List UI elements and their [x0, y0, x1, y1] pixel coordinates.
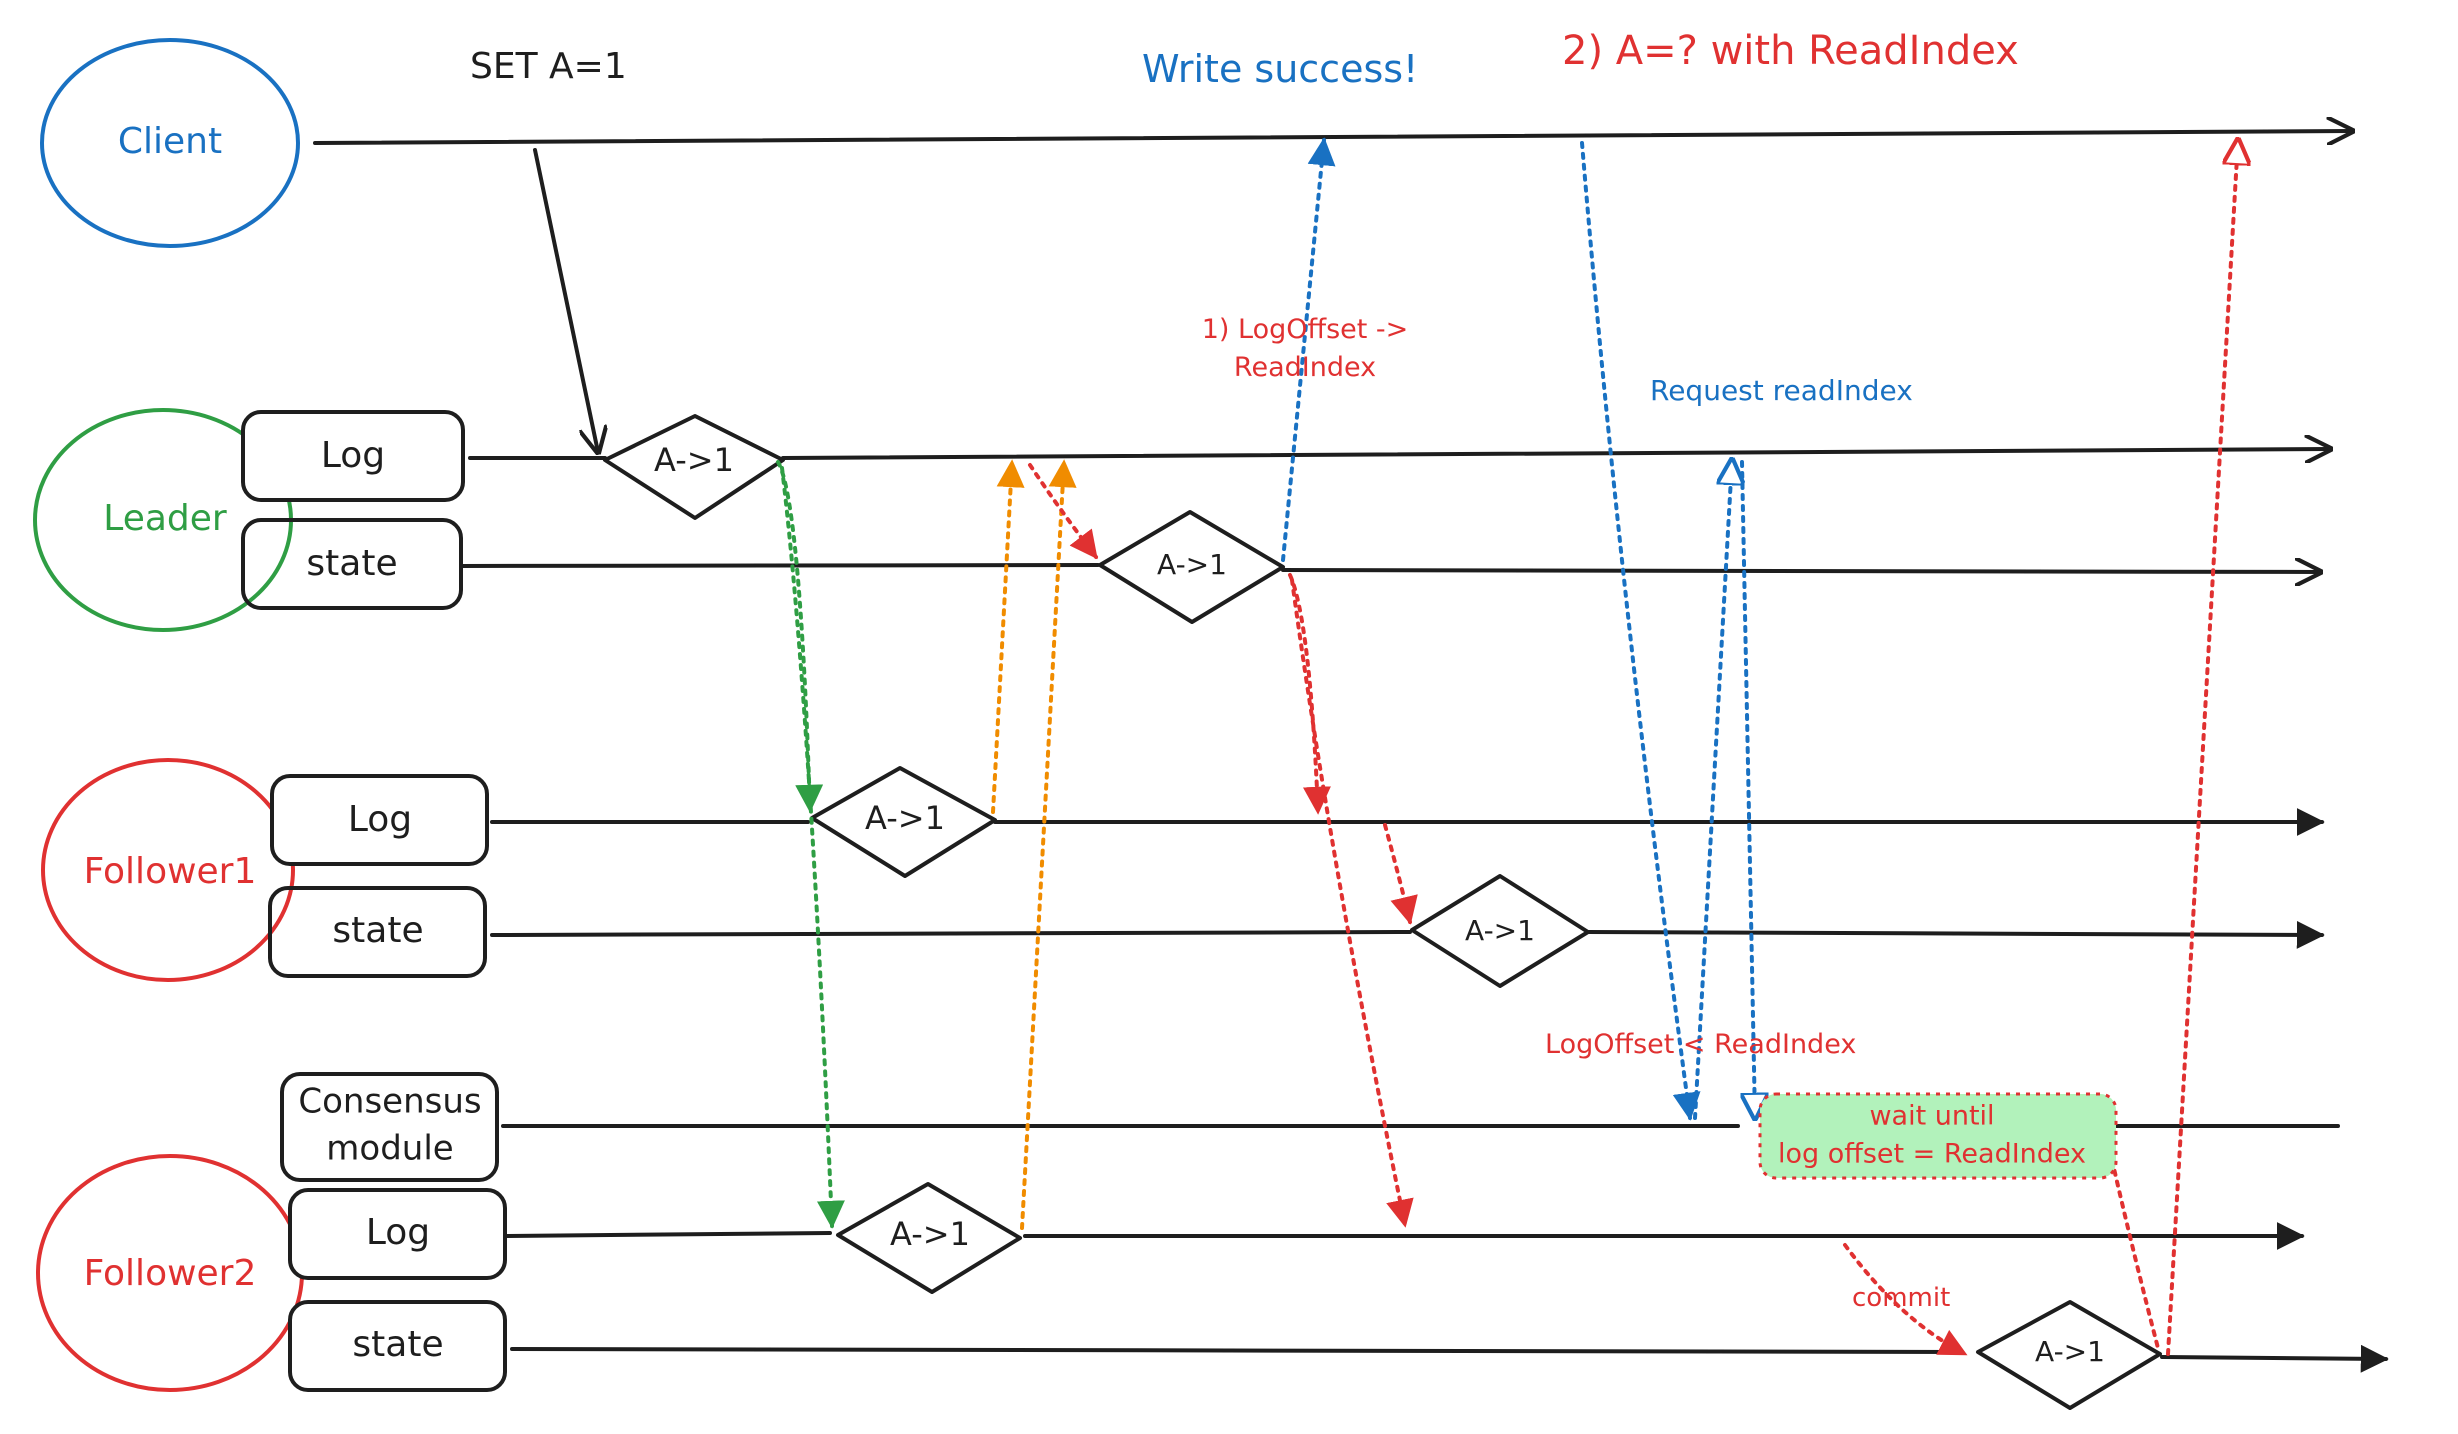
- f1-state-timeline-a: [490, 930, 1412, 937]
- leader-state-box-label: state: [306, 543, 397, 584]
- actor-follower1-label: Follower1: [84, 851, 257, 892]
- log-offset-label-line1: 1) LogOffset ->: [1202, 314, 1409, 345]
- actor-client-label: Client: [118, 121, 222, 162]
- consensus-box-line2: module: [326, 1129, 453, 1169]
- entries: A->1 A->1 A->1 A->1 A->1 A->1: [603, 414, 2162, 1410]
- commit-to-f1-log-arrow: [1288, 573, 1331, 815]
- read-response-arrow: [2166, 140, 2238, 1356]
- leader-state-timeline-a: [460, 563, 1100, 568]
- leader-log-box: Log: [241, 410, 465, 502]
- request-readindex-down-arrow: [1740, 460, 1755, 1118]
- f1-state-box-label: state: [332, 910, 423, 951]
- ack-arrows: [991, 459, 1077, 1230]
- commit-propagation-arrows: [1288, 573, 1418, 1228]
- commit-arrow: [1843, 1243, 1968, 1356]
- f1-state-box: state: [268, 886, 487, 978]
- f1-state-timeline-b: [1586, 920, 2325, 949]
- log-offset-lt-label: LogOffset < ReadIndex: [1545, 1029, 1856, 1060]
- f1-ack-arrow: [991, 459, 1025, 814]
- commit-to-f2-log-arrow: [1290, 578, 1414, 1228]
- wait-box-line2: log offset = ReadIndex: [1778, 1139, 2086, 1170]
- f1-state-entry: A->1: [1410, 874, 1590, 988]
- wait-box-line1: wait until: [1869, 1101, 1994, 1132]
- leader-log-box-label: Log: [321, 435, 385, 476]
- set-arrow: [533, 148, 598, 452]
- f2-ack-arrow: [1020, 459, 1077, 1230]
- set-command-label: SET A=1: [470, 46, 627, 87]
- request-readindex-label: Request readIndex: [1650, 374, 1913, 407]
- consensus-box-line1: Consensus: [298, 1082, 481, 1122]
- read-title-label: 2) A=? with ReadIndex: [1562, 28, 2019, 74]
- f2-log-entry: A->1: [836, 1182, 1022, 1294]
- f2-state-entry: A->1: [1976, 1300, 2162, 1410]
- replicate-to-f2-arrow: [780, 466, 845, 1229]
- f1-state-entry-label: A->1: [1465, 914, 1535, 947]
- log-offset-label-line2: ReadIndex: [1234, 352, 1376, 383]
- f1-log-box-label: Log: [348, 799, 412, 840]
- leader-log-entry-label: A->1: [654, 441, 734, 479]
- timelines: [313, 131, 2389, 1373]
- leader-apply-arrow: [1028, 463, 1098, 560]
- f2-state-entry-label: A->1: [2035, 1335, 2105, 1368]
- replicate-to-f1-arrow: [776, 460, 824, 813]
- f2-state-timeline-a: [510, 1347, 1962, 1354]
- wait-box: wait until log offset = ReadIndex: [1758, 1092, 2118, 1180]
- actor-client: Client: [40, 38, 300, 248]
- wait-to-state-arrow: [2110, 1158, 2160, 1350]
- f2-log-entry-label: A->1: [890, 1215, 970, 1253]
- f2-log-timeline-a: [503, 1231, 832, 1238]
- commit-label: commit: [1852, 1283, 1950, 1313]
- replicate-arrows: [776, 460, 845, 1229]
- leader-state-entry: A->1: [1098, 510, 1285, 624]
- f1-log-entry-label: A->1: [865, 799, 945, 837]
- f2-log-box: Log: [288, 1188, 507, 1280]
- request-readindex-up-arrow: [1693, 460, 1732, 1120]
- leader-state-box: state: [241, 518, 463, 610]
- actor-follower1: Follower1: [41, 758, 295, 982]
- arrows: [533, 137, 2238, 1356]
- f1-log-entry: A->1: [810, 766, 997, 878]
- leader-log-timeline-b: [781, 449, 2330, 458]
- actor-follower2-label: Follower2: [84, 1253, 257, 1294]
- f2-state-timeline-b: [2160, 1344, 2389, 1373]
- leader-state-timeline-b: [1281, 570, 2320, 572]
- client-timeline: [313, 131, 2352, 143]
- read-request-arrow: [1580, 141, 1701, 1121]
- annotations: SET A=1 Write success! 2) A=? with ReadI…: [470, 28, 2019, 1313]
- commit-to-f1-state-arrow: [1383, 823, 1418, 925]
- component-boxes: Log state Log state Consensus module Log…: [241, 410, 507, 1392]
- write-success-label: Write success!: [1142, 47, 1418, 91]
- f2-state-box-label: state: [352, 1324, 443, 1365]
- actor-leader-label: Leader: [103, 498, 227, 539]
- consensus-module-box: Consensus module: [280, 1072, 499, 1182]
- write-success-arrow: [1281, 137, 1336, 562]
- f2-log-box-label: Log: [366, 1212, 430, 1253]
- f2-state-box: state: [288, 1300, 507, 1392]
- leader-log-entry: A->1: [603, 414, 785, 520]
- f1-log-box: Log: [270, 774, 489, 866]
- actor-follower2: Follower2: [36, 1154, 304, 1392]
- leader-state-entry-label: A->1: [1157, 548, 1227, 581]
